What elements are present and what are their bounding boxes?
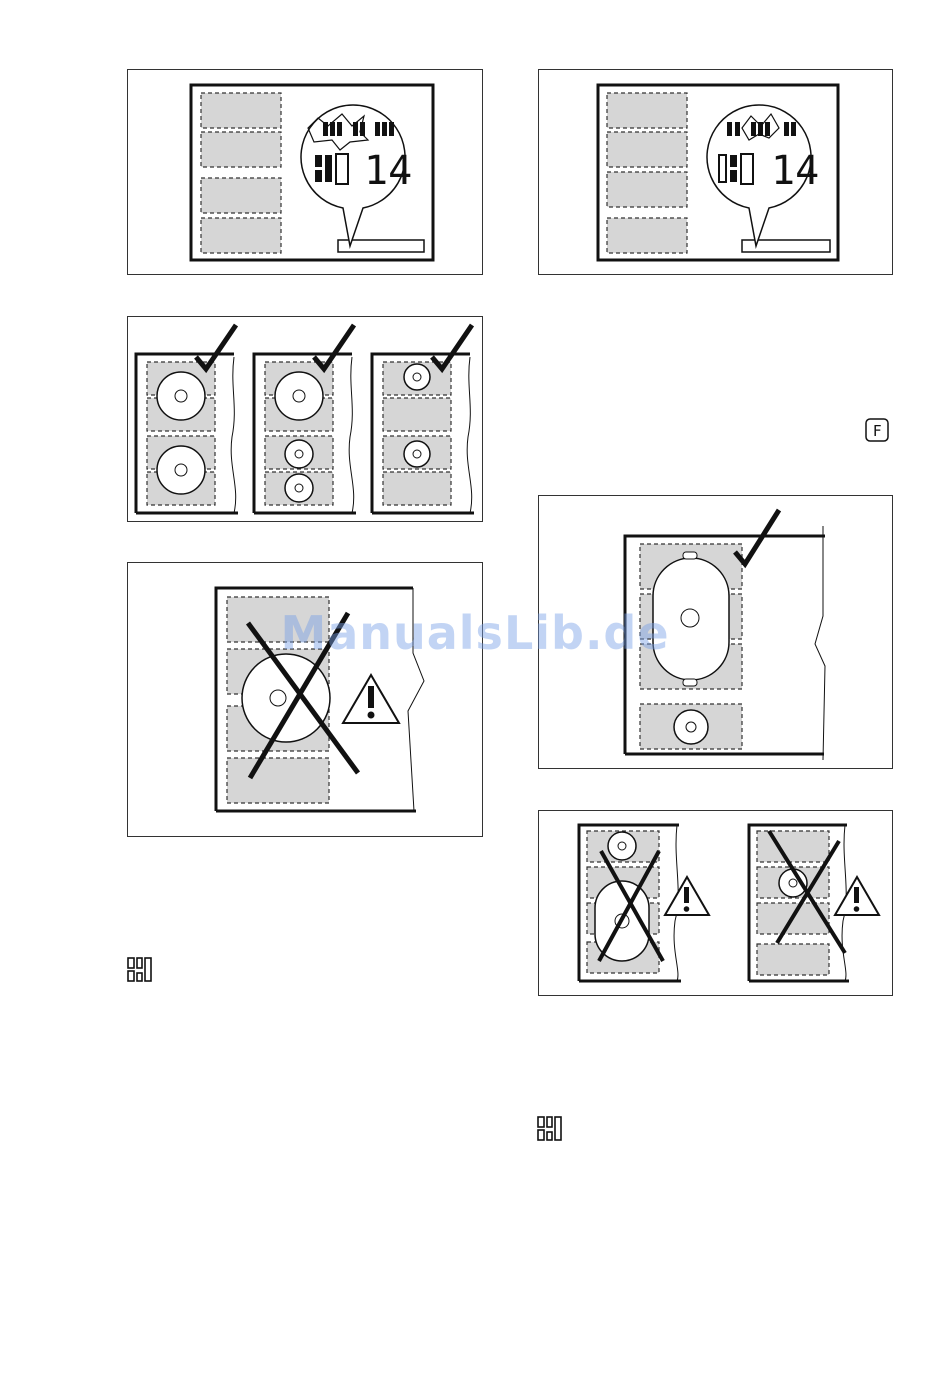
figure-display-zoom-right: 14 — [538, 69, 893, 275]
figure-correct-pan-placement — [127, 316, 483, 522]
display-counter-readout-right: 14 — [771, 148, 819, 194]
figure-incorrect-pan-placement — [127, 562, 483, 837]
figure-correct-oval-pan — [538, 495, 893, 769]
function-key-icon: F — [865, 418, 889, 446]
function-key-letter: F — [873, 422, 882, 440]
segment-display-icon-right — [537, 1116, 563, 1146]
display-counter-readout: 14 — [364, 148, 412, 194]
figure-incorrect-oval-placements — [538, 810, 893, 996]
figure-display-zoom-left: 14 — [127, 69, 483, 275]
segment-display-icon — [127, 957, 153, 987]
